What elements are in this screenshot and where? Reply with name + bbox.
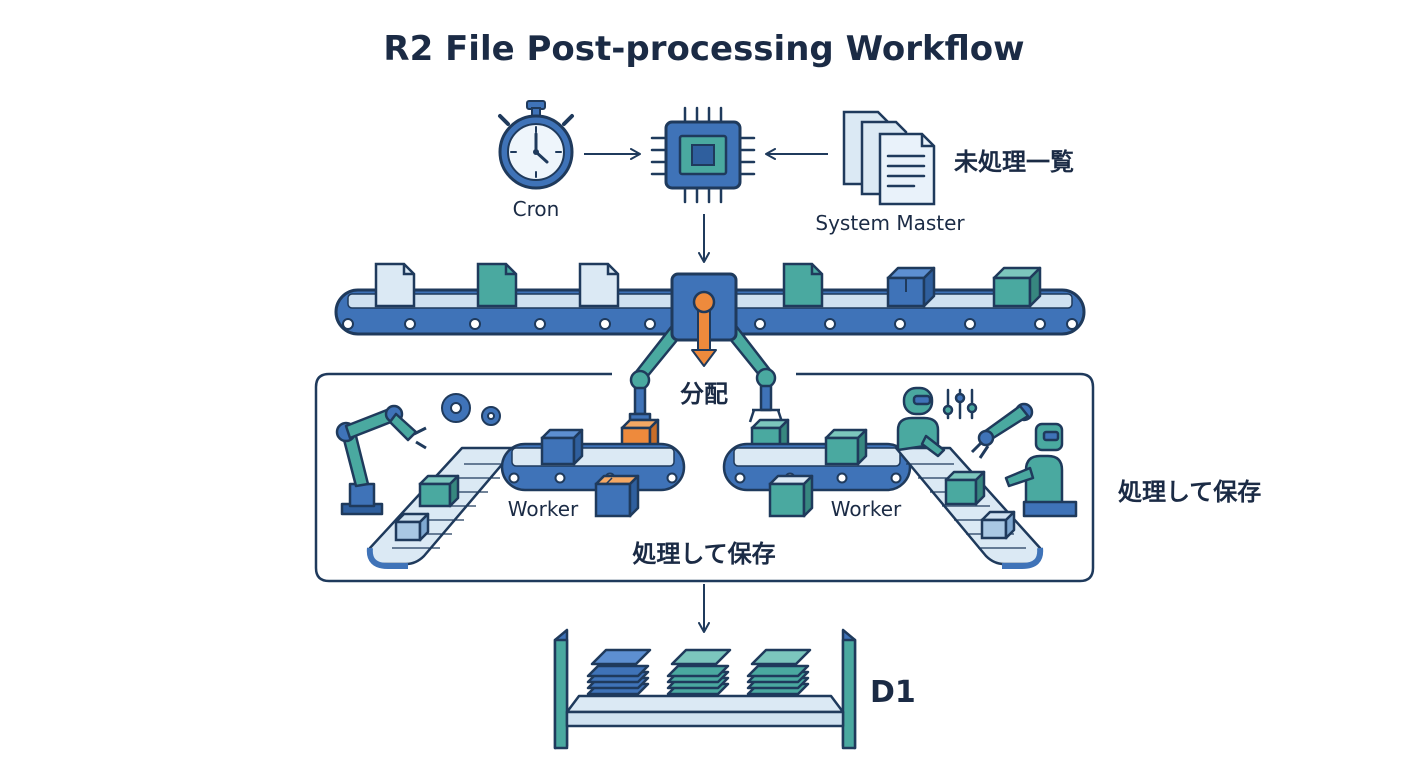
worker-conveyor-right-inclined [894,446,1044,569]
document-stack-icon [666,648,732,696]
documents-stack-icon [842,110,936,206]
file-icon [782,262,824,308]
processing-area-box [314,372,1095,583]
worker-conveyor-left-flat [500,442,686,492]
package-box-icon [418,474,460,508]
document-stack-icon [746,648,812,696]
page-title: R2 File Post-processing Workflow [383,29,1024,69]
package-box-icon [886,266,936,308]
d1-label: D1 [870,675,916,710]
worker-conveyor-right-flat [722,442,912,492]
package-box-icon [768,474,814,518]
package-box-icon [594,474,640,518]
gear-icon [441,393,501,426]
process-save-side-label: 処理して保存 [1118,478,1261,506]
package-box-icon [980,510,1016,540]
dispatcher-unit-icon [670,272,738,367]
robot-arm-icon [335,404,427,516]
file-icon [578,262,620,308]
operator-figure-icon [1004,422,1078,518]
robot-arm-icon [970,402,1034,459]
unprocessed-list-label: 未処理一覧 [954,148,1074,176]
stopwatch-icon [498,100,574,190]
dispatcher-arms [628,324,784,423]
file-icon [374,262,416,308]
package-box-icon [992,266,1042,308]
file-icon [476,262,518,308]
worker-left-label: Worker [508,497,579,521]
package-box-icon [944,470,986,506]
operator-figure-icon [896,386,946,458]
distribute-label: 分配 [680,380,728,408]
processor-chip-icon [650,106,756,204]
d1-storage-shelf-icon [553,628,857,750]
cron-label: Cron [513,197,560,221]
document-stack-icon [586,648,652,696]
package-box-icon [540,428,584,466]
control-sliders-icon [942,388,978,420]
process-save-inner-label: 処理して保存 [632,540,775,568]
package-box-icon [824,428,868,466]
package-box-icon [394,512,430,542]
worker-right-label: Worker [831,497,902,521]
system-master-label: System Master [815,211,965,235]
